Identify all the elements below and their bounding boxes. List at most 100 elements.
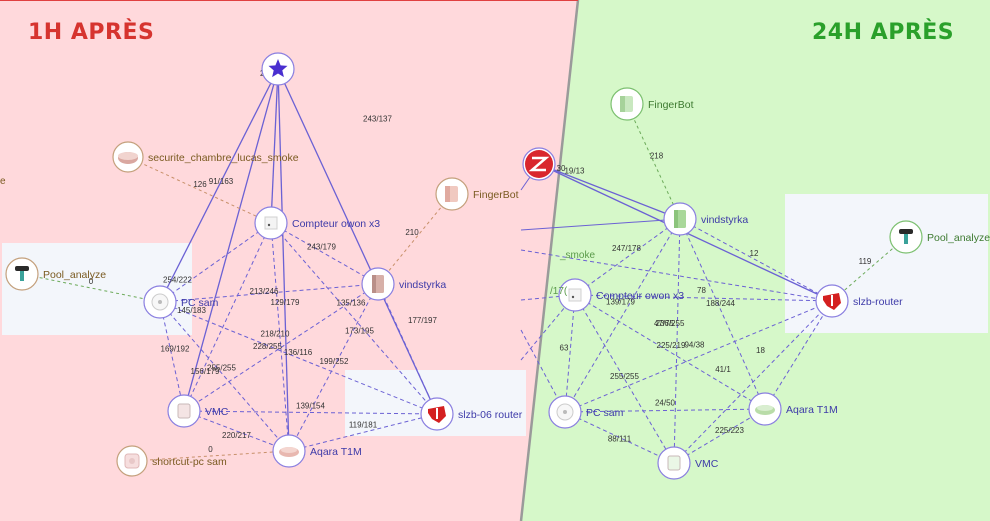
- left-node-pcsam: PC sam: [143, 285, 219, 319]
- right-link-label: 225/223: [715, 426, 744, 435]
- energy-meter-icon: [568, 288, 582, 302]
- right-link-zigbee-vindstyrka: [538, 163, 681, 220]
- left-link-compteur-aqara: [270, 222, 290, 452]
- right-link-label: 41/1: [715, 365, 731, 374]
- left-link-pcsam-vmc: [159, 301, 185, 412]
- left-link-label: 199/252: [320, 357, 349, 366]
- left-link-label: 139/154: [296, 402, 325, 411]
- left-link-pcsam-vindstyrka: [159, 283, 379, 303]
- right-link-label: 12: [750, 249, 759, 258]
- left-node-vindstyrka: vindstyrka: [361, 267, 446, 301]
- ceiling-light-icon: [755, 405, 775, 415]
- left-cropped-label: e: [0, 176, 6, 187]
- right-node-compteur: Compteur owon x3: [558, 278, 684, 312]
- left-node-label: Pool_analyze: [43, 269, 106, 281]
- pool-sensor-icon: [899, 229, 913, 244]
- left-link-label: 210: [405, 228, 419, 237]
- right-panel-background: [521, 0, 990, 521]
- left-node-securite: securite_chambre_lucas_smoke: [112, 141, 299, 173]
- plug-icon: [151, 293, 169, 311]
- left-link-label: 228/255: [253, 342, 282, 351]
- fingerbot-icon: [620, 96, 633, 112]
- right-link-vindstyrka-compteur: [574, 218, 681, 296]
- left-link-label: 136/116: [284, 348, 313, 357]
- left-link-vindstyrka-slzb: [377, 283, 438, 415]
- left-node-label: Compteur owon x3: [292, 218, 380, 230]
- left-link-pcsam-slzb: [159, 301, 438, 415]
- left-link-label: 255/255: [207, 364, 236, 373]
- right-node-label: Compteur owon x3: [596, 290, 684, 302]
- right-link-label: 247/178: [612, 244, 641, 253]
- right-link-compteur-aqara: [574, 294, 766, 410]
- left-node-aqara: Aqara T1M: [272, 434, 362, 468]
- left-node-label: slzb-06 router: [458, 409, 523, 421]
- left-panel-graph: 206/250243/13712691/1632100254/222145/18…: [0, 52, 523, 477]
- left-node-pool: Pool_analyze: [5, 257, 106, 291]
- left-link-label: 173/195: [345, 327, 374, 336]
- energy-meter-icon: [264, 216, 278, 230]
- right-link-label: 236/255: [656, 319, 685, 328]
- right-node-aqara: Aqara T1M: [748, 392, 838, 426]
- right-node-pcsam: PC sam: [548, 395, 624, 429]
- right-node-fingerbot: FingerBot: [610, 87, 694, 121]
- zigbee-logo-icon: [525, 150, 553, 178]
- left-link-vindstyrka-aqara: [288, 283, 379, 452]
- left-link-securite-compteur: [127, 156, 272, 224]
- left-link-pcsam-aqara: [159, 301, 290, 452]
- left-link-label: 254/222: [163, 276, 192, 285]
- right-link-aqara-slzb: [764, 300, 833, 410]
- right-link-pool-slzb: [831, 236, 907, 302]
- left-link-label: 91/163: [209, 177, 234, 186]
- left-link-compteur-slzb: [270, 222, 438, 415]
- left-link-vmc-slzb: [183, 410, 438, 415]
- right-node-slzb: slzb-router: [815, 284, 903, 318]
- right-node-pool: Pool_analyze: [889, 220, 990, 254]
- left-link-star-vmc: [183, 68, 279, 412]
- left-node-star: [261, 52, 295, 86]
- pool-sensor-icon: [15, 266, 29, 281]
- right-link-label: 94/38: [684, 341, 705, 350]
- left-node-label: shortcut-pc sam: [152, 456, 227, 468]
- left-link-label: 177/197: [408, 316, 437, 325]
- right-nodes: FingerBotvindstyrkaPool_analyzeCompteur …: [522, 87, 990, 480]
- right-node-label: Pool_analyze: [927, 232, 990, 244]
- left-link-label: 0: [89, 277, 94, 286]
- right-link-label: 88/111: [608, 435, 632, 444]
- left-link-label: 0: [208, 445, 213, 454]
- right-node-left_cut: /17(: [550, 286, 568, 297]
- right-link-label: 255/255: [610, 372, 639, 381]
- left-link-star-aqara: [277, 68, 290, 452]
- left-link-shortcut-aqara: [131, 450, 290, 462]
- right-link-label: 18: [756, 346, 765, 355]
- right-link-vindstyrka-slzb: [679, 218, 833, 302]
- left-link-label: 169/192: [161, 345, 190, 354]
- right-link-label: 225/219: [657, 341, 686, 350]
- right-cropped-label: /17(: [550, 286, 568, 297]
- right-node-vmc: VMC: [657, 446, 719, 480]
- left-link-label: 218/210: [261, 330, 290, 339]
- left-node-label: PC sam: [181, 297, 219, 309]
- right-link-label: 119: [859, 257, 872, 266]
- left-node-label: vindstyrka: [399, 279, 446, 291]
- fingerbot-icon: [445, 186, 458, 202]
- star-icon: [268, 59, 288, 78]
- right-link-label: 188/244: [706, 299, 735, 308]
- right-link-vmc-slzb: [673, 300, 833, 464]
- left-node-label: Aqara T1M: [310, 446, 362, 458]
- left-link-star-compteur: [270, 68, 279, 224]
- left-node-label: securite_chambre_lucas_smoke: [148, 152, 299, 164]
- right-node-label: Aqara T1M: [786, 404, 838, 416]
- left-nodes: securite_chambre_lucas_smokeFingerBotCom…: [0, 52, 523, 477]
- right-link-pcsam-vmc: [564, 411, 675, 464]
- left-link-label: 220/217: [222, 431, 251, 440]
- left-node-edge_e: e: [0, 176, 6, 187]
- left-link-label: 135/136: [337, 299, 366, 308]
- right-link-compteur-vmc: [574, 294, 675, 464]
- left-node-label: VMC: [205, 406, 229, 418]
- air-sensor-icon: [372, 275, 384, 293]
- right-link-label: 63: [560, 344, 569, 353]
- button-icon: [124, 453, 140, 469]
- right-panel-graph: 19/13218119247/17812188/244139/179236/25…: [520, 87, 990, 480]
